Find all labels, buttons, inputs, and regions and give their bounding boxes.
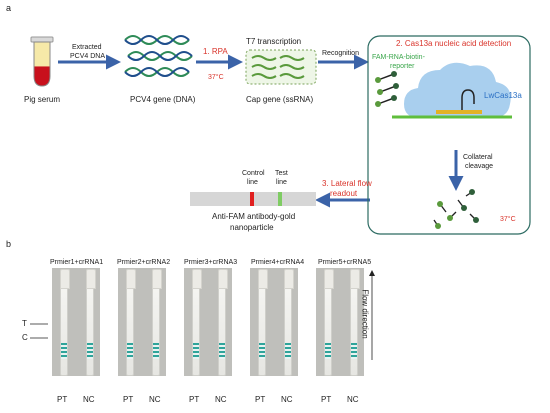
crrna-bar	[436, 110, 482, 114]
t7-label: T7 transcription	[246, 37, 302, 46]
cleavage-temp-label: 37°C	[500, 216, 516, 223]
strip-2-pt	[126, 269, 136, 376]
control-line-label-1: Control	[242, 170, 265, 177]
panel-a-label: a	[6, 3, 12, 13]
strip-5-nc	[350, 269, 360, 376]
cas13a-step-label: 2. Cas13a nucleic acid detection	[396, 39, 512, 48]
lwcas13a-label: LwCas13a	[484, 91, 522, 100]
cap-gene-label: Cap gene (ssRNA)	[246, 95, 314, 104]
test-tube-icon	[30, 36, 54, 87]
rpa-temp-label: 37°C	[208, 74, 224, 81]
ssrna-box	[245, 49, 317, 85]
c-label: C	[22, 333, 28, 342]
cas13a-box	[367, 35, 531, 235]
strip-2-nc	[152, 269, 162, 376]
extracted-label-2: PCV4 DNA	[70, 53, 106, 60]
antibody-label-2: nanoparticle	[230, 223, 274, 232]
pt-label-5: PT	[321, 395, 332, 404]
strip-1-pt	[60, 269, 70, 376]
strip-4-nc	[284, 269, 294, 376]
reporter-icon	[375, 71, 399, 107]
dna-helix-icon	[124, 35, 193, 77]
primer-label-4: Prmier4+crRNA4	[251, 259, 305, 266]
lateral-flow-strip	[190, 192, 316, 206]
recognition-label: Recognition	[322, 50, 359, 57]
lwcas13a-cloud	[404, 62, 511, 118]
nc-label-5: NC	[347, 395, 359, 404]
nc-label-1: NC	[83, 395, 95, 404]
test-line-label-1: Test	[275, 170, 288, 177]
primer-label-1: Prmier1+crRNA1	[50, 259, 104, 266]
strip-1-nc	[86, 269, 96, 376]
primer-label-5: Prmier5+crRNA5	[318, 259, 372, 266]
strip-5-pt	[324, 269, 334, 376]
nc-label-3: NC	[215, 395, 227, 404]
pcv4-gene-label: PCV4 gene (DNA)	[130, 95, 196, 104]
hairpin-icon	[461, 89, 475, 110]
strip-3-pt	[192, 269, 202, 376]
control-line-label-2: line	[247, 179, 258, 186]
flow-direction-label: Flow direction	[360, 289, 370, 339]
pt-label-1: PT	[57, 395, 68, 404]
nc-label-4: NC	[281, 395, 293, 404]
nc-label-2: NC	[149, 395, 161, 404]
lateral-flow-step-2: readout	[330, 189, 358, 198]
pig-serum-label: Pig serum	[24, 95, 61, 104]
pt-label-3: PT	[189, 395, 200, 404]
lateral-flow-step-1: 3. Lateral flow	[322, 179, 372, 188]
cleaved-reporter-icon	[433, 189, 479, 229]
collateral-label-1: Collateral	[463, 154, 493, 161]
strip-4-pt	[258, 269, 268, 376]
primer-label-3: Prmier3+crRNA3	[184, 259, 238, 266]
strip-3-nc	[218, 269, 228, 376]
reporter-label-2: reporter	[390, 63, 415, 70]
antibody-label-1: Anti-FAM antibody-gold	[212, 212, 296, 221]
reporter-label-1: FAM-RNA-biotin-	[372, 54, 425, 61]
t-label: T	[22, 319, 27, 328]
rpa-step-label: 1. RPA	[203, 47, 228, 56]
primer-label-2: Prmier2+crRNA2	[117, 259, 171, 266]
collateral-label-2: cleavage	[465, 163, 494, 170]
pt-label-4: PT	[255, 395, 266, 404]
extracted-label-1: Extracted	[72, 44, 102, 51]
test-line-label-2: line	[276, 179, 287, 186]
pt-label-2: PT	[123, 395, 134, 404]
panel-b-label: b	[6, 239, 12, 249]
